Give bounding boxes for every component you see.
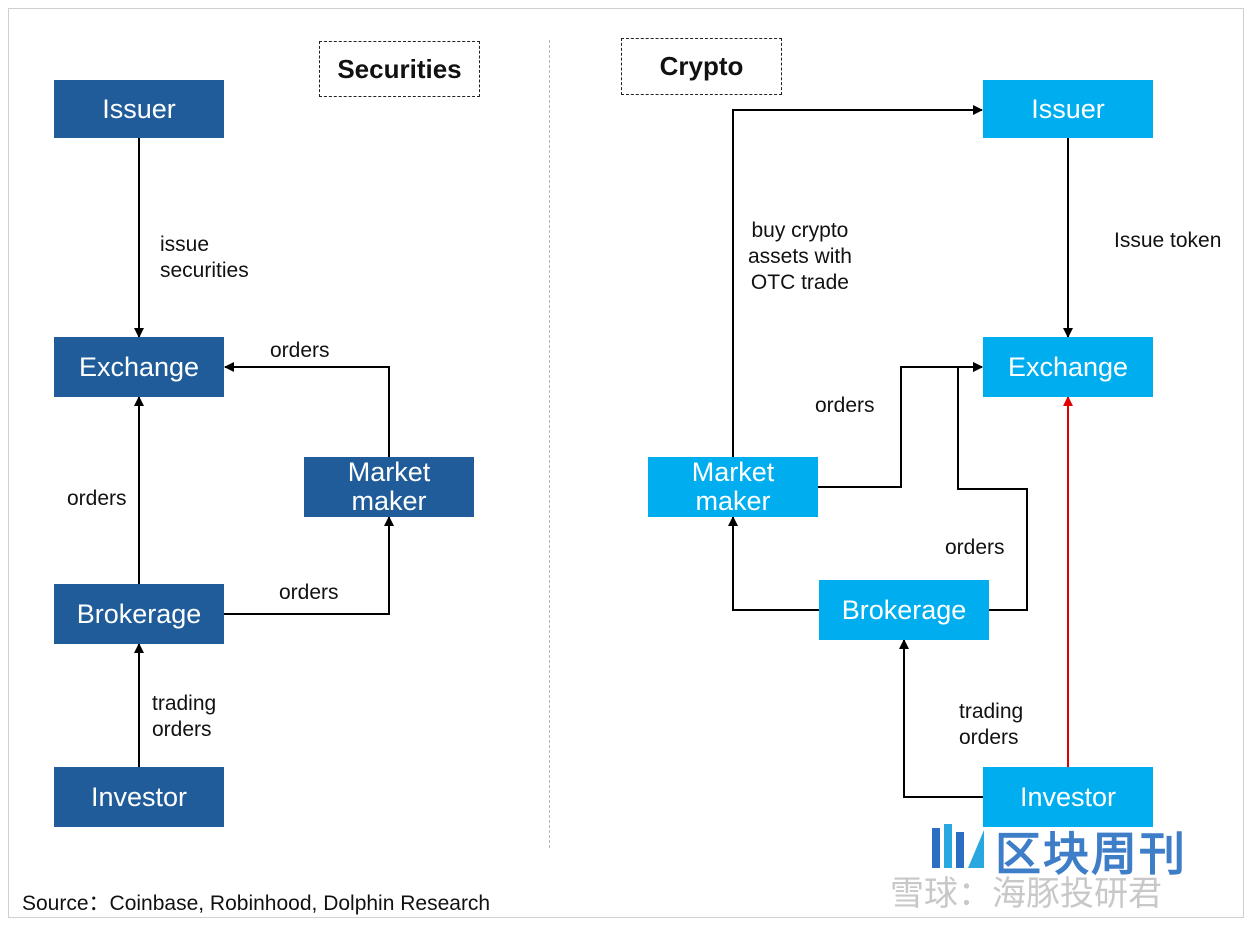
label-crypto-brokerage-orders: orders [945, 536, 1005, 559]
brand-logo-icon [932, 824, 984, 868]
label-crypto-trading-orders: trading orders [959, 700, 1024, 749]
crypto-investor-box: Investor [983, 767, 1153, 827]
crypto-title: Crypto [621, 38, 782, 95]
xueqiu-watermark: 雪球：海豚投研君 [890, 874, 1162, 914]
section-divider [549, 40, 550, 848]
securities-market-maker-box: Market maker [304, 457, 474, 517]
securities-brokerage-box: Brokerage [54, 584, 224, 644]
arrow-investor-to-brokerage-crypto [899, 639, 983, 798]
label-brokerage-mm-orders: orders [279, 581, 339, 604]
arrow-mm-to-exchange-crypto [818, 362, 983, 488]
securities-issuer-box: Issuer [54, 80, 224, 138]
arrow-brokerage-to-exchange-crypto [957, 362, 1028, 611]
brand-watermark: 区块周刊 [995, 827, 1187, 881]
label-issue-securities: issue securities [160, 233, 249, 282]
securities-investor-box: Investor [54, 767, 224, 827]
crypto-brokerage-box: Brokerage [819, 580, 989, 640]
label-crypto-mm-orders: orders [815, 394, 875, 417]
label-otc-trade: buy crypto assets with OTC trade [748, 219, 852, 294]
arrow-brokerage-to-mm-crypto [728, 516, 819, 611]
figure-frame [8, 8, 1244, 918]
crypto-market-maker-box: Market maker [648, 457, 818, 517]
crypto-exchange-box: Exchange [983, 337, 1153, 397]
crypto-issuer-box: Issuer [983, 80, 1153, 138]
label-mm-orders: orders [270, 339, 330, 362]
label-trading-orders: trading orders [152, 692, 217, 741]
arrow-brokerage-to-mm [224, 516, 394, 615]
securities-exchange-box: Exchange [54, 337, 224, 397]
label-brokerage-exchange-orders: orders [67, 487, 127, 510]
arrow-mm-to-exchange [224, 362, 390, 457]
source-note: Source：Coinbase, Robinhood, Dolphin Rese… [22, 892, 491, 915]
label-issue-token: Issue token [1114, 229, 1222, 252]
arrow-mm-to-issuer-otc [732, 105, 983, 457]
securities-title: Securities [319, 41, 480, 97]
